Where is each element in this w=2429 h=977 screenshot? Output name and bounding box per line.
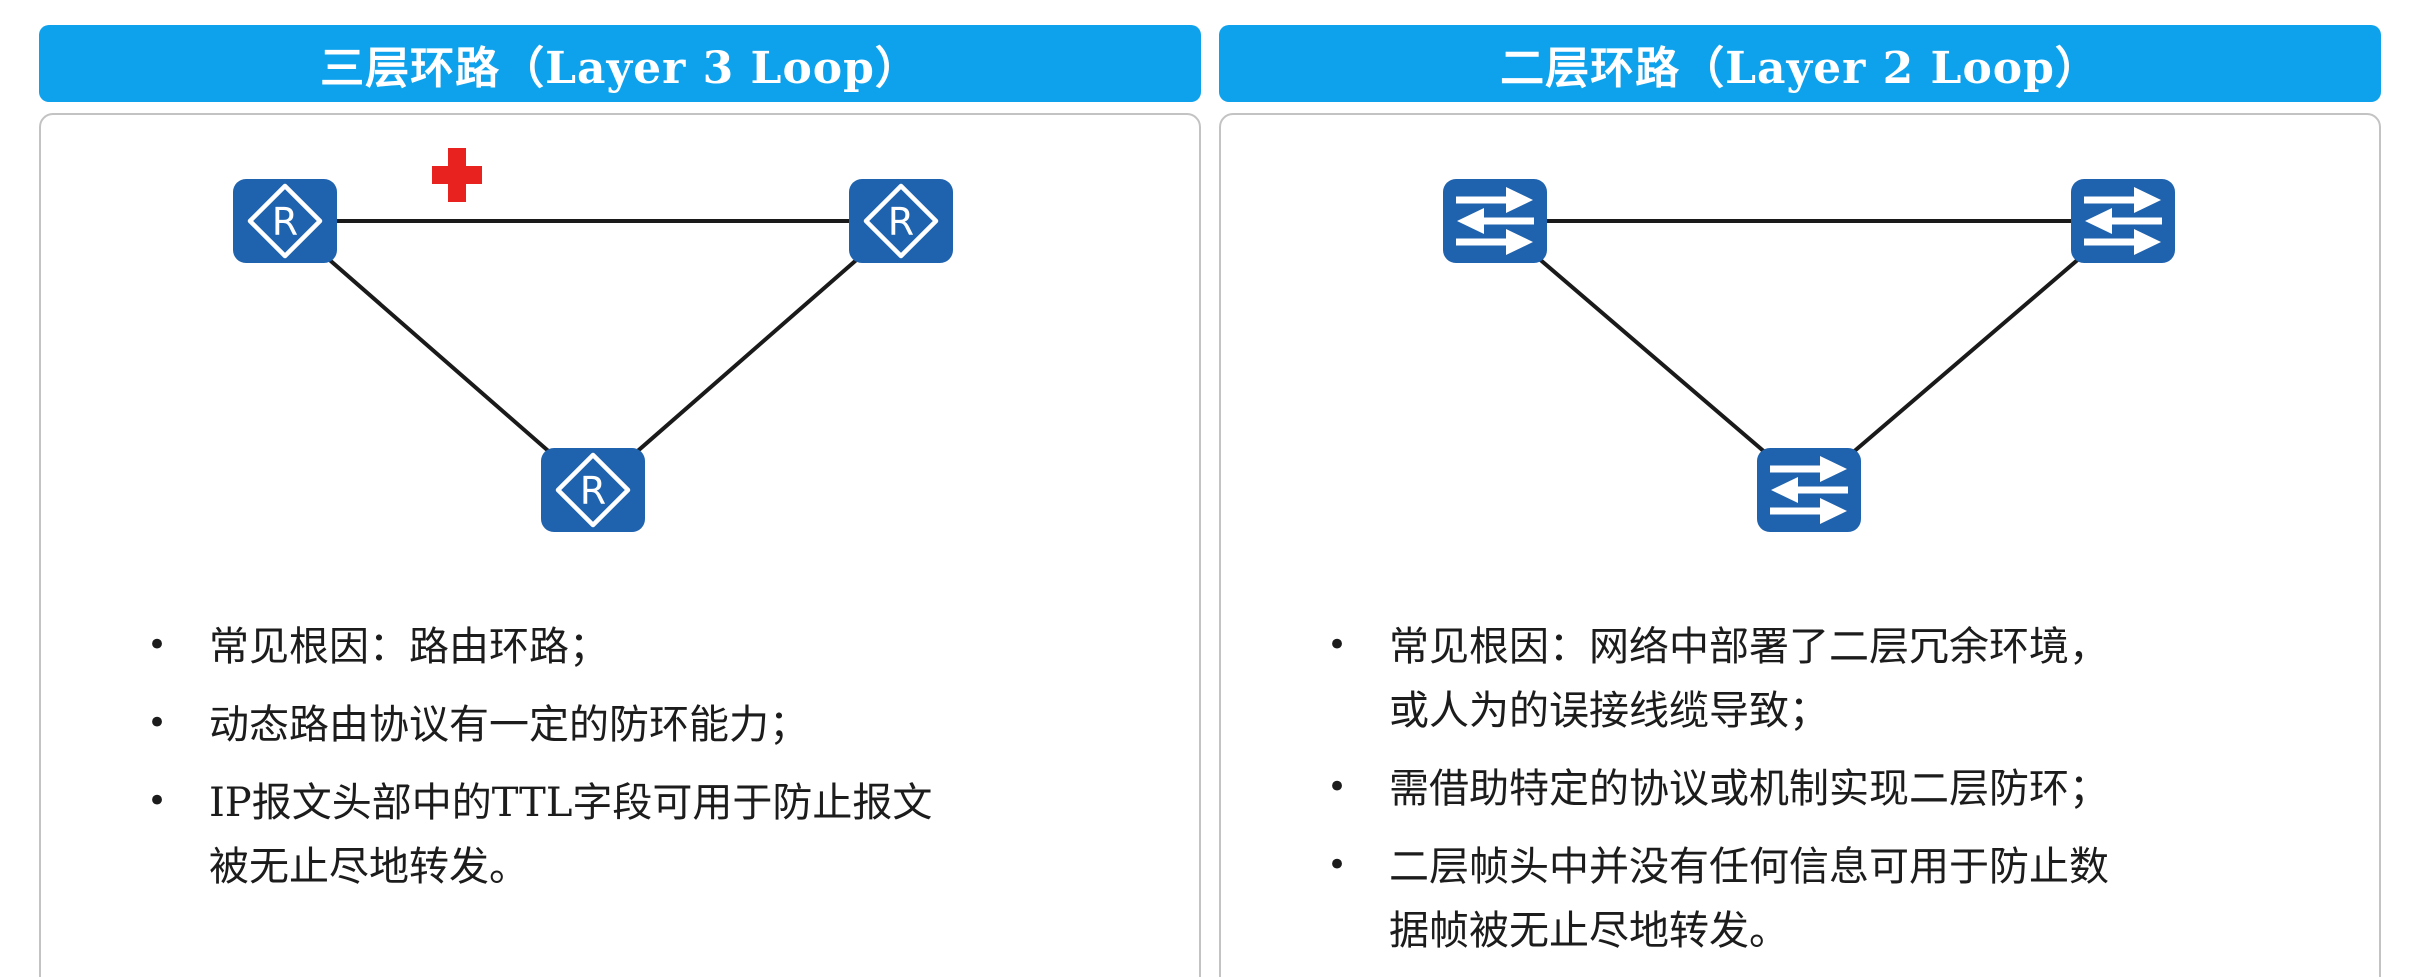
link-line — [283, 219, 595, 492]
bullet-text: 常见根因：路由环路； — [209, 624, 609, 670]
bullet-item: 常见根因：网络中部署了二层冗余环境， 或人为的误接线缆导致； — [1321, 613, 2349, 743]
link-line — [1493, 219, 1811, 492]
blocked-link-cross-icon — [432, 148, 482, 202]
switch-icon — [1757, 448, 1861, 532]
panel-layer3-loop: 三层环路（Layer 3 Loop） 常见根因：路由环路； 动态路由协议有一定的… — [39, 25, 1201, 977]
bullet-list-layer2: 常见根因：网络中部署了二层冗余环境， 或人为的误接线缆导致； 需借助特定的协议或… — [1221, 613, 2379, 963]
panel-body-layer3: 常见根因：路由环路； 动态路由协议有一定的防环能力； IP报文头部中的TTL字段… — [39, 113, 1201, 977]
panel-layer2-loop: 二层环路（Layer 2 Loop） 常见根因：网络中部署了二层冗余环境， 或人… — [1219, 25, 2381, 977]
link-line — [1807, 219, 2125, 492]
bullet-text: 需借助特定的协议或机制实现二层防环； — [1389, 766, 2109, 812]
switch-icon — [1443, 179, 1547, 263]
router-icon — [849, 179, 953, 263]
bullet-item: IP报文头部中的TTL字段可用于防止报文 被无止尽地转发。 — [141, 769, 1169, 899]
router-icon — [233, 179, 337, 263]
topology-diagram-layer3 — [41, 148, 1197, 615]
bullet-item: 需借助特定的协议或机制实现二层防环； — [1321, 755, 2349, 821]
topology-diagram-layer2 — [1221, 115, 2377, 615]
panel-title-layer2: 二层环路（Layer 2 Loop） — [1500, 42, 2100, 94]
bullet-item: 动态路由协议有一定的防环能力； — [141, 691, 1169, 757]
router-icon — [541, 448, 645, 532]
bullet-text: 常见根因：网络中部署了二层冗余环境， 或人为的误接线缆导致； — [1389, 624, 2109, 734]
bullet-text: 动态路由协议有一定的防环能力； — [209, 702, 809, 748]
bullet-text: 二层帧头中并没有任何信息可用于防止数 据帧被无止尽地转发。 — [1389, 844, 2109, 954]
panel-body-layer2: 常见根因：网络中部署了二层冗余环境， 或人为的误接线缆导致； 需借助特定的协议或… — [1219, 113, 2381, 977]
panel-header-layer2: 二层环路（Layer 2 Loop） — [1219, 25, 2381, 102]
panel-title-layer3: 三层环路（Layer 3 Loop） — [320, 42, 920, 94]
link-line — [591, 219, 903, 492]
bullet-item: 二层帧头中并没有任何信息可用于防止数 据帧被无止尽地转发。 — [1321, 833, 2349, 963]
bullet-list-layer3: 常见根因：路由环路； 动态路由协议有一定的防环能力； IP报文头部中的TTL字段… — [41, 613, 1199, 899]
switch-icon — [2071, 179, 2175, 263]
bullet-text: IP报文头部中的TTL字段可用于防止报文 被无止尽地转发。 — [209, 780, 933, 890]
bullet-item: 常见根因：路由环路； — [141, 613, 1169, 679]
panel-header-layer3: 三层环路（Layer 3 Loop） — [39, 25, 1201, 102]
